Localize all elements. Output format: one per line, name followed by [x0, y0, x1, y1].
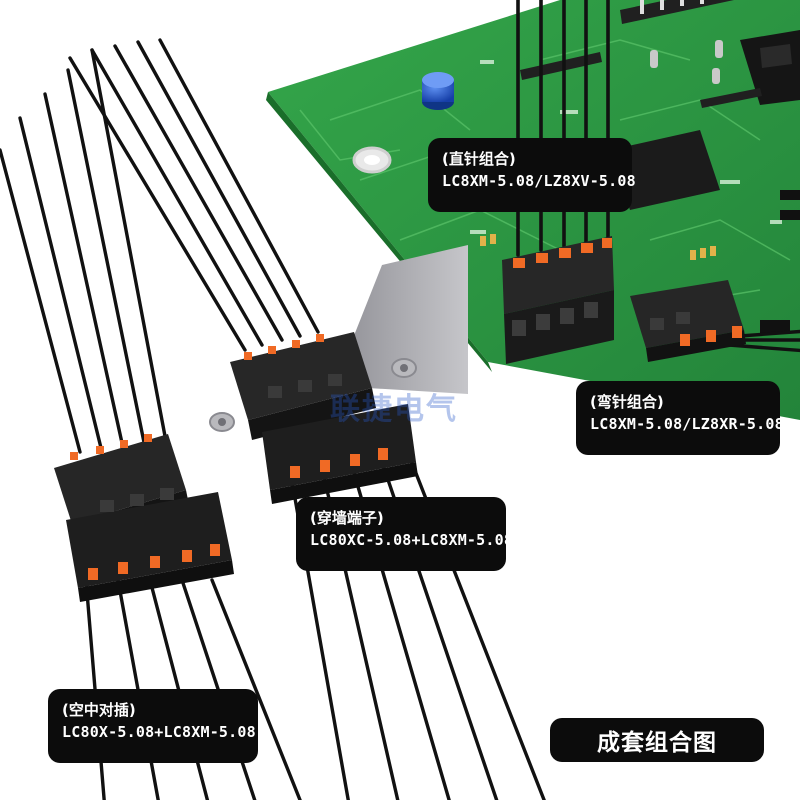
label-air-mating-title: (空中对插) — [62, 701, 136, 719]
connector-wall — [209, 332, 418, 504]
label-straight-pin: (直针组合) LC8XM-5.08/LZ8XV-5.08 — [428, 138, 636, 212]
label-straight-pin-title: (直针组合) — [442, 150, 516, 168]
label-bent-pin-code: LC8XM-5.08/LZ8XR-5.08 — [590, 415, 784, 433]
label-wall-terminal-title: (穿墙端子) — [310, 509, 384, 527]
connector-air — [54, 434, 234, 602]
label-air-mating: (空中对插) LC80X-5.08+LC8XM-5.08 — [48, 689, 258, 763]
label-wall-terminal-code: LC80XC-5.08+LC8XM-5.08 — [310, 531, 514, 549]
page-title: 成套组合图 — [550, 718, 764, 762]
connector-bent — [630, 280, 746, 362]
label-bent-pin-title: (弯针组合) — [590, 393, 664, 411]
blue-knob — [422, 72, 454, 110]
label-air-mating-code: LC80X-5.08+LC8XM-5.08 — [62, 723, 256, 741]
connector-straight — [502, 236, 614, 364]
label-wall-terminal: (穿墙端子) LC80XC-5.08+LC8XM-5.08 — [296, 497, 514, 571]
label-straight-pin-code: LC8XM-5.08/LZ8XV-5.08 — [442, 172, 636, 190]
pcb-ic-chip — [610, 130, 720, 210]
wall-panel — [334, 245, 468, 394]
label-bent-pin: (弯针组合) LC8XM-5.08/LZ8XR-5.08 — [576, 381, 784, 455]
watermark-text: 联捷电气 — [330, 392, 458, 427]
